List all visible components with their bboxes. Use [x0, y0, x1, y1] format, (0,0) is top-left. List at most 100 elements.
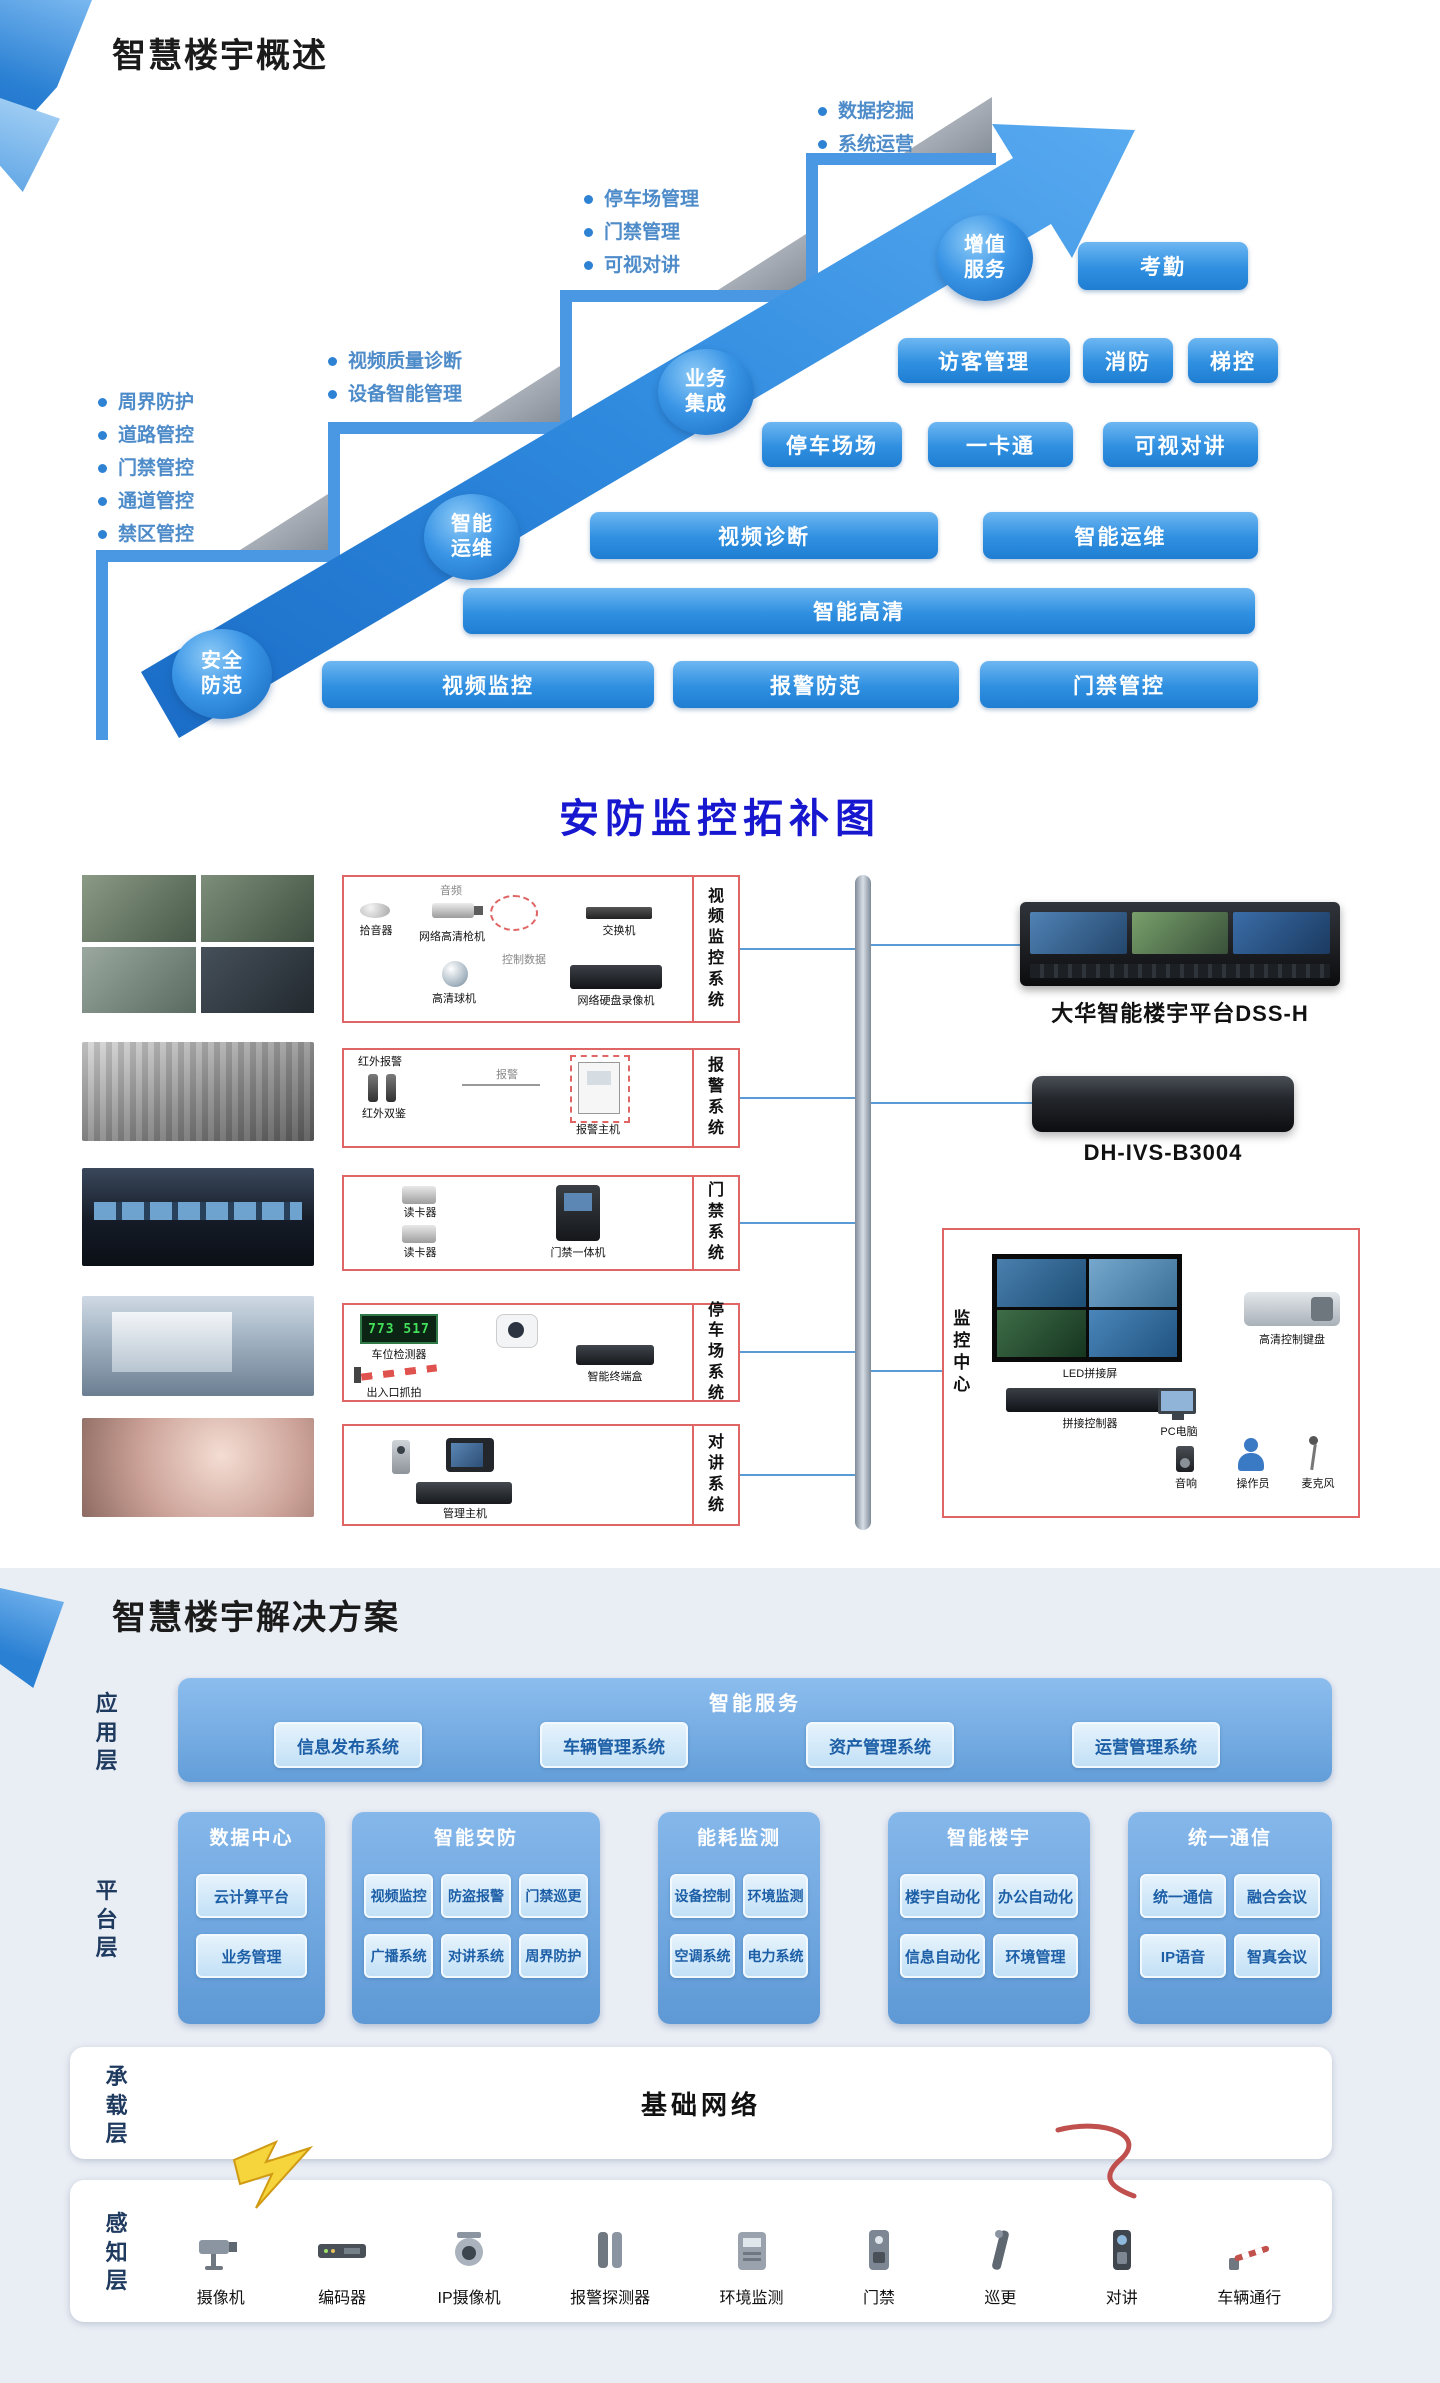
platform-button: 楼宇自动化 [900, 1874, 985, 1918]
video-tile [1088, 1309, 1177, 1357]
group-grid: 设备控制 环境监测 空调系统 电力系统 [670, 1874, 808, 1978]
door-station-icon [392, 1440, 410, 1474]
device-name: 对讲 [1105, 2290, 1138, 2307]
annotation-alarm: 报警 [496, 1069, 518, 1081]
bullet-camera-icon [432, 903, 483, 918]
badge-line: 防范 [201, 675, 243, 697]
device-label: 报警主机 [576, 1124, 620, 1136]
topology-title: 安防监控拓补图 [559, 795, 881, 842]
platform-button: 云计算平台 [196, 1874, 307, 1918]
surveillance-photo-grid [82, 875, 314, 1013]
level-badge-value-added: 增值 服务 [937, 215, 1033, 301]
system-label: 报警系统 [707, 1057, 724, 1137]
connector-line [871, 944, 1020, 946]
device-label: 交换机 [602, 925, 636, 937]
step-shadow-wedges [240, 97, 992, 550]
management-host-icon [416, 1482, 512, 1504]
annotation-audio: 音频 [440, 885, 462, 897]
system-label: 门禁系统 [707, 1182, 724, 1262]
system-box-alarm: 红外报警 红外双鉴 报警 报警主机 报警系统 [342, 1048, 740, 1148]
device-label: 网络高清枪机 [419, 931, 485, 943]
perception-device: 巡更 [974, 2228, 1026, 2308]
platform-button: 周界防护 [518, 1934, 588, 1978]
platform-group-energy: 能耗监测 设备控制 环境监测 空调系统 电力系统 [658, 1812, 820, 2024]
connector-line [871, 1370, 942, 1372]
system-box-content: 音频 拾音器 网络高清枪机 交换机 高清球机 控制数据 网络硬盘录像机 [344, 877, 692, 1021]
wall-controller-icon [1006, 1388, 1168, 1412]
alarm-host-icon [578, 1062, 620, 1114]
pill-smart-maintenance: 智能运维 [983, 512, 1258, 559]
system-box-tab: 视频监控系统 [692, 877, 738, 1021]
platform-group-data-center: 数据中心 云计算平台 业务管理 [178, 1812, 325, 2024]
device-name: 门禁 [862, 2290, 895, 2307]
pill-one-card: 一卡通 [928, 422, 1073, 467]
speaker-icon [1176, 1446, 1194, 1472]
badge-line: 业务 [685, 368, 727, 390]
application-layer-box: 智能服务 信息发布系统 车辆管理系统 资产管理系统 运营管理系统 [178, 1678, 1332, 1782]
card-reader-icon [402, 1186, 436, 1204]
list-item: 视频质量诊断 [328, 345, 462, 378]
perception-device: 摄像机 [195, 2228, 247, 2308]
app-button-asset: 资产管理系统 [806, 1722, 954, 1768]
device-label: 读卡器 [403, 1247, 437, 1259]
list-item: 停车场管理 [584, 183, 699, 216]
pill-attendance: 考勤 [1078, 242, 1248, 290]
encoder-icon [316, 2228, 368, 2277]
bearer-layer-box: 承载层 基础网络 [70, 2047, 1332, 2159]
device-name: 报警探测器 [570, 2290, 651, 2307]
building-photo [82, 1296, 314, 1396]
connector-line [740, 1097, 855, 1099]
device-label: 麦克风 [1301, 1478, 1335, 1490]
system-box-tab: 对讲系统 [692, 1426, 738, 1524]
server-screen [1030, 912, 1127, 954]
perception-device: IP摄像机 [438, 2228, 501, 2308]
server-vents [1030, 964, 1330, 978]
perception-device-row: 摄像机 编码器 IP摄像机 报警探测器 环境监测 门禁 [160, 2194, 1316, 2308]
system-box-access: 读卡器 读卡器 门禁一体机 门禁系统 [342, 1175, 740, 1271]
platform-group-security: 智能安防 视频监控 防盗报警 门禁巡更 广播系统 对讲系统 周界防护 [352, 1812, 600, 2024]
application-layer-header: 智能服务 [709, 1693, 801, 1715]
system-box-tab: 门禁系统 [692, 1177, 738, 1269]
basic-network-label: 基础网络 [640, 2089, 761, 2120]
audio-pickup-icon [360, 903, 390, 918]
pill-smart-hd: 智能高清 [463, 588, 1255, 634]
device-name: IP摄像机 [437, 2290, 501, 2307]
device-label: 出入口抓拍 [366, 1387, 422, 1399]
control-room-photo [82, 1168, 314, 1266]
platform-button: 防盗报警 [441, 1874, 511, 1918]
ivs-device-label: DH-IVS-B3004 [1083, 1140, 1243, 1165]
infrared-detector-icon [368, 1074, 396, 1102]
device-label: 红外双鉴 [362, 1108, 406, 1120]
maintenance-feature-list: 视频质量诊断 设备智能管理 [328, 345, 462, 411]
device-label: 高清控制键盘 [1259, 1334, 1325, 1346]
platform-button: IP语音 [1140, 1934, 1226, 1978]
microphone-icon [1306, 1436, 1320, 1470]
list-item: 通道管控 [98, 485, 194, 518]
system-box-content: 管理主机 [344, 1426, 692, 1524]
system-box-intercom: 管理主机 对讲系统 [342, 1424, 740, 1526]
badge-line: 运维 [451, 538, 493, 560]
device-label: 音响 [1175, 1478, 1197, 1490]
list-item: 数据挖掘 [818, 95, 914, 128]
platform-button: 办公自动化 [993, 1874, 1078, 1918]
overview-title: 智慧楼宇概述 [112, 37, 328, 75]
pill-parking: 停车场场 [762, 422, 902, 467]
stairs-arrow-graphic [96, 97, 1135, 740]
group-grid: 统一通信 融合会议 IP语音 智真会议 [1140, 1874, 1320, 1978]
device-label: 拼接控制器 [1062, 1418, 1118, 1430]
pc-icon [1158, 1388, 1196, 1420]
platform-button: 信息自动化 [900, 1934, 985, 1978]
device-label: 门禁一体机 [550, 1247, 606, 1259]
system-box-content: 红外报警 红外双鉴 报警 报警主机 [344, 1050, 692, 1146]
alarm-detector-icon [584, 2228, 636, 2277]
system-box-content: 读卡器 读卡器 门禁一体机 [344, 1177, 692, 1269]
parking-sign-icon: 773 517 [360, 1314, 438, 1344]
annotation-control-data: 控制数据 [502, 954, 546, 966]
growth-arrow [141, 124, 1135, 738]
nvr-icon [570, 965, 662, 989]
list-item: 设备智能管理 [328, 378, 462, 411]
system-label: 视频监控系统 [707, 887, 724, 1009]
perception-device: 环境监测 [720, 2228, 784, 2308]
platform-button: 智真会议 [1234, 1934, 1320, 1978]
connector-line [740, 1351, 855, 1353]
